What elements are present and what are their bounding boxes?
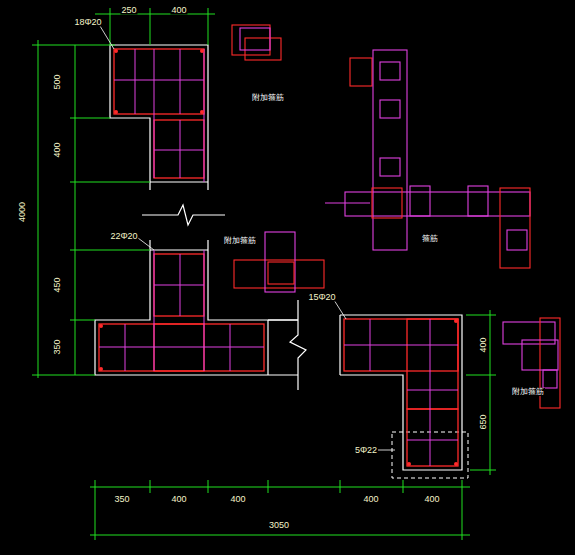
detail-label: 附加箍筋 — [223, 237, 257, 245]
rebar-dots — [99, 49, 458, 466]
dimension-text: 400 — [362, 495, 379, 504]
dimension-text: 400 — [170, 495, 187, 504]
dimension-text: 250 — [120, 6, 137, 15]
dimension-text: 3050 — [268, 521, 290, 530]
detail-label: 附加箍筋 — [511, 388, 545, 396]
rebar-callout: 5Φ22 — [354, 446, 378, 455]
dimension-text: 350 — [53, 338, 62, 355]
dimension-text: 500 — [53, 73, 62, 90]
rebar-callout: 18Φ20 — [73, 18, 102, 27]
detail-sketches — [232, 25, 560, 408]
dimension-text: 4000 — [18, 201, 27, 223]
dimension-text: 450 — [53, 276, 62, 293]
dimension-text: 400 — [53, 141, 62, 158]
stirrups — [99, 49, 458, 466]
detail-label: 附加箍筋 — [251, 94, 285, 102]
dimension-text: 400 — [479, 336, 488, 353]
rebar-callout: 15Φ20 — [307, 293, 336, 302]
dimension-lines — [32, 8, 496, 540]
rebar-callout: 22Φ20 — [109, 232, 138, 241]
leader-lines — [100, 26, 395, 450]
dimension-text: 400 — [423, 495, 440, 504]
tie-bars — [99, 49, 458, 466]
section-outline — [95, 45, 462, 470]
dimension-text: 400 — [229, 495, 246, 504]
dimension-text: 350 — [113, 495, 130, 504]
dimension-text: 650 — [479, 413, 488, 430]
dimension-text: 400 — [170, 6, 187, 15]
detail-label: 箍筋 — [421, 235, 439, 243]
